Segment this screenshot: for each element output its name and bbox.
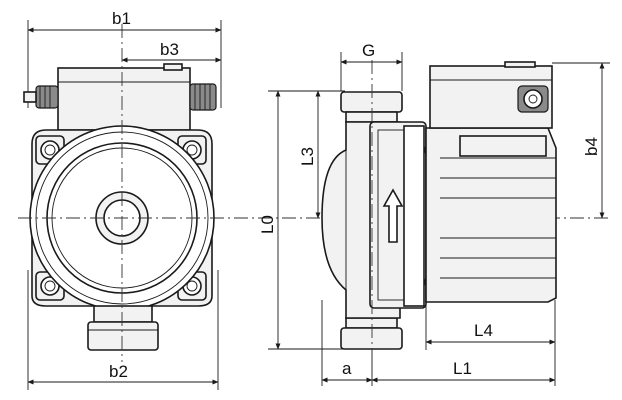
label-L0: L0 [258, 215, 277, 234]
outlet-nut-side [340, 327, 403, 350]
label-G: G [362, 41, 375, 60]
label-b4: b4 [582, 137, 601, 156]
label-L4: L4 [474, 321, 493, 340]
cable-gland-right [189, 83, 217, 111]
inlet-nut [340, 91, 403, 113]
terminal-box [57, 67, 191, 131]
front-view: b1 b3 b2 [18, 9, 612, 390]
side-view: G L0 L3 b4 L4 a L1 [258, 41, 610, 386]
outlet-nut [87, 321, 159, 351]
label-b2: b2 [109, 362, 128, 381]
label-b1: b1 [112, 9, 131, 28]
label-a: a [342, 359, 352, 378]
flow-arrow [382, 188, 404, 243]
label-L1: L1 [453, 359, 472, 378]
label-b3: b3 [160, 40, 179, 59]
outlet-neck [93, 305, 153, 323]
terminal-cap [163, 63, 183, 71]
cable-gland-left [35, 85, 59, 109]
label-L3: L3 [298, 147, 317, 166]
